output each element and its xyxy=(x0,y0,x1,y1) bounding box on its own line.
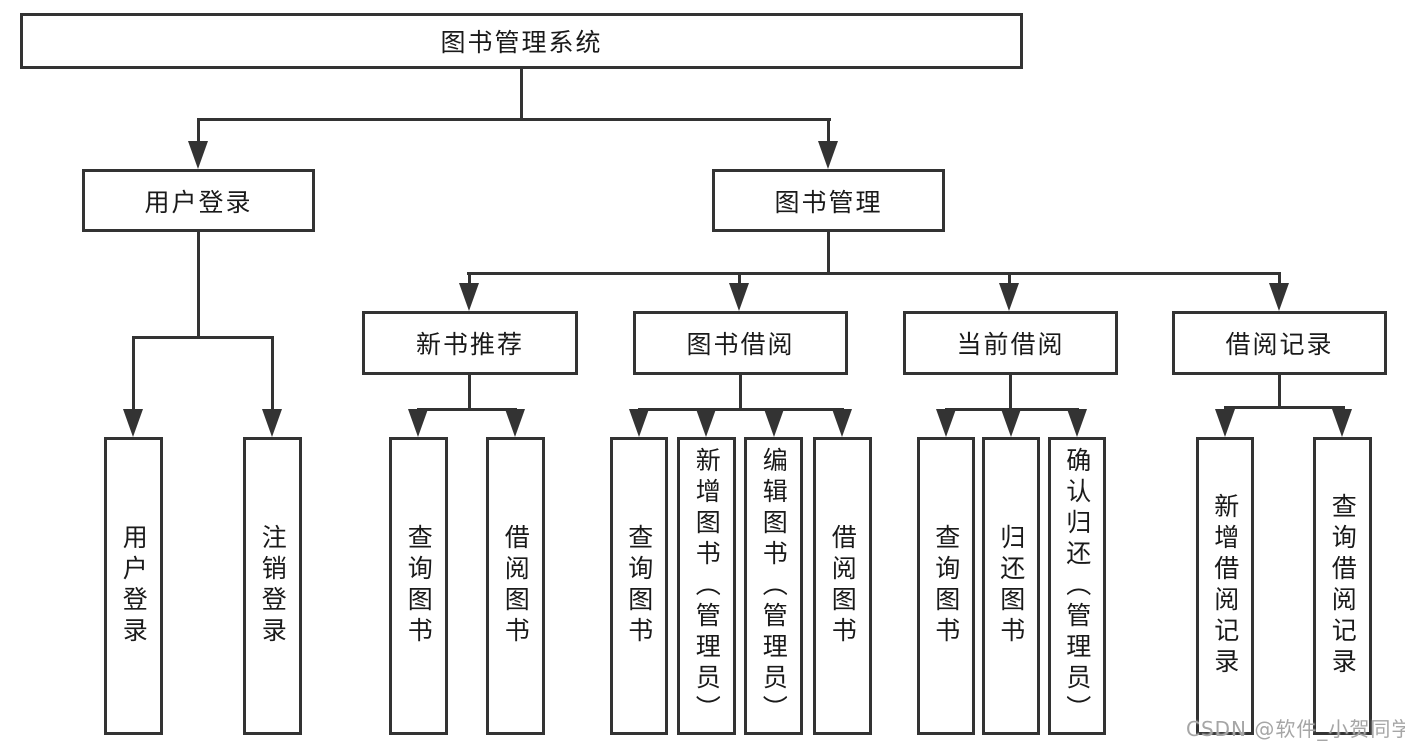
arrow-down-icon xyxy=(999,283,1019,311)
node-confirm-return-admin: 确认归还（管理员） xyxy=(1048,437,1106,735)
arrow-down-icon xyxy=(1067,409,1087,437)
node-label: 用户登录 xyxy=(144,187,253,217)
connector-bookmgmt-hline xyxy=(467,272,1281,275)
connector-stem xyxy=(1008,272,1011,283)
node-current-borrowing: 当前借阅 xyxy=(903,311,1118,375)
node-logout-action: 注销登录 xyxy=(243,437,302,735)
arrow-down-icon xyxy=(1332,409,1352,437)
node-return-books: 归还图书 xyxy=(982,437,1040,735)
node-label: 注销登录 xyxy=(258,524,288,648)
arrow-down-icon xyxy=(729,283,749,311)
arrow-down-icon xyxy=(505,409,525,437)
node-borrowing-records: 借阅记录 xyxy=(1172,311,1387,375)
node-label: 借阅图书 xyxy=(501,524,531,648)
connector-borrow-hline xyxy=(638,408,844,411)
node-label: 确认归还（管理员） xyxy=(1062,446,1092,726)
node-add-books-admin: 新增图书（管理员） xyxy=(677,437,736,735)
connector-stem xyxy=(827,118,830,141)
node-label: 查询借阅记录 xyxy=(1328,493,1358,679)
connector-stem xyxy=(468,272,471,283)
arrow-down-icon xyxy=(123,409,143,437)
arrow-down-icon xyxy=(408,409,428,437)
connector-stem xyxy=(132,336,135,409)
arrow-down-icon xyxy=(188,141,208,169)
node-label: 新书推荐 xyxy=(415,330,524,359)
arrow-down-icon xyxy=(459,283,479,311)
node-query-books-borrow: 查询图书 xyxy=(610,437,668,735)
connector-recommend-hline xyxy=(417,408,517,411)
arrow-down-icon xyxy=(629,409,649,437)
arrow-down-icon xyxy=(696,409,716,437)
node-label: 查询图书 xyxy=(931,524,961,648)
arrow-down-icon xyxy=(832,409,852,437)
connector-stem xyxy=(738,272,741,283)
connector-records-hline xyxy=(1224,406,1345,409)
node-user-login-action: 用户登录 xyxy=(104,437,163,735)
arrow-down-icon xyxy=(936,409,956,437)
node-label: 新增借阅记录 xyxy=(1210,493,1240,679)
node-add-borrow-record: 新增借阅记录 xyxy=(1196,437,1254,735)
connector-userlogin-hline xyxy=(132,336,274,339)
connector-bookmgmt-stem xyxy=(827,232,830,272)
node-label: 编辑图书（管理员） xyxy=(759,446,789,726)
node-label: 借阅图书 xyxy=(828,524,858,648)
node-label: 归还图书 xyxy=(996,524,1026,648)
node-label: 新增图书（管理员） xyxy=(692,446,722,726)
node-book-borrowing: 图书借阅 xyxy=(633,311,848,375)
node-label: 当前借阅 xyxy=(956,330,1065,359)
node-library-system: 图书管理系统 xyxy=(20,13,1023,69)
node-edit-books-admin: 编辑图书（管理员） xyxy=(744,437,803,735)
node-borrow-books: 借阅图书 xyxy=(813,437,872,735)
arrow-down-icon xyxy=(262,409,282,437)
connector-recommend-stem xyxy=(468,375,471,408)
arrow-down-icon xyxy=(818,141,838,169)
node-label: 图书管理 xyxy=(774,187,883,217)
connector-current-stem xyxy=(1009,375,1012,408)
node-new-book-recommendation: 新书推荐 xyxy=(362,311,578,375)
arrow-down-icon xyxy=(1215,409,1235,437)
connector-stem xyxy=(1278,272,1281,283)
arrow-down-icon xyxy=(764,409,784,437)
arrow-down-icon xyxy=(1001,409,1021,437)
connector-userlogin-stem xyxy=(197,232,200,339)
node-query-books-current: 查询图书 xyxy=(917,437,975,735)
node-label: 借阅记录 xyxy=(1225,330,1334,359)
connector-root-stem xyxy=(520,69,523,118)
node-query-books-recommend: 查询图书 xyxy=(389,437,448,735)
node-borrow-books-recommend: 借阅图书 xyxy=(486,437,545,735)
connector-stem xyxy=(197,118,200,141)
node-label: 用户登录 xyxy=(119,524,149,648)
node-label: 查询图书 xyxy=(404,524,434,648)
connector-root-hline xyxy=(197,118,831,121)
connector-records-stem xyxy=(1278,375,1281,406)
node-label: 图书借阅 xyxy=(686,330,795,359)
connector-borrow-stem xyxy=(739,375,742,408)
csdn-watermark: CSDN @软件_小贺同学 xyxy=(1186,717,1405,741)
node-query-borrow-record: 查询借阅记录 xyxy=(1313,437,1372,735)
node-label: 图书管理系统 xyxy=(440,28,603,57)
node-label: 查询图书 xyxy=(624,524,654,648)
node-book-management: 图书管理 xyxy=(712,169,945,232)
arrow-down-icon xyxy=(1269,283,1289,311)
node-user-login: 用户登录 xyxy=(82,169,315,232)
connector-stem xyxy=(271,336,274,409)
